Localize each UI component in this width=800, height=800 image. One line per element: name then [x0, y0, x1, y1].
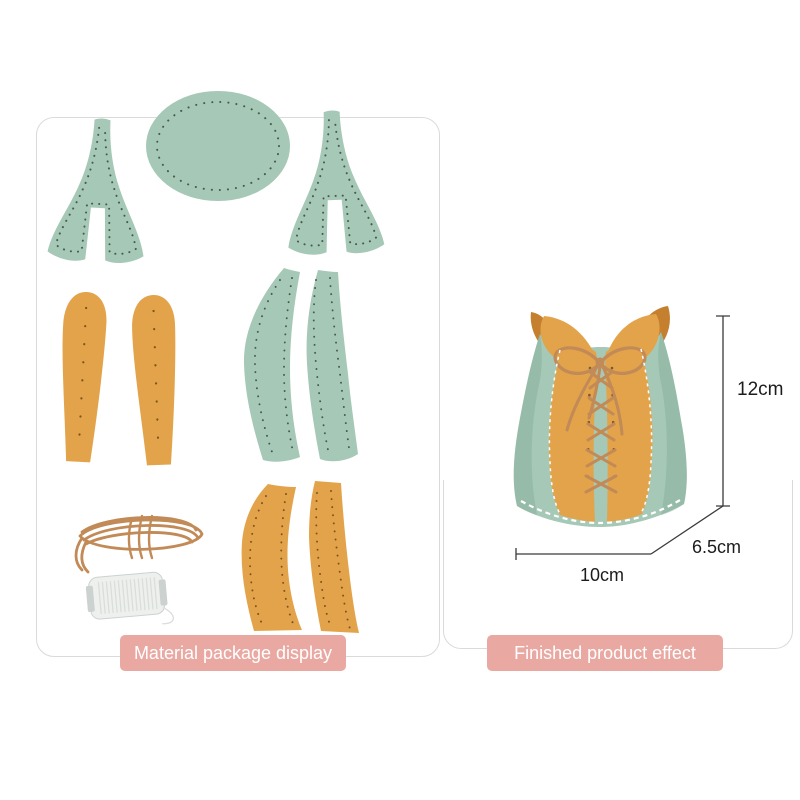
mint-side-right-outline: [306, 270, 358, 462]
orange-front-right-holes-b: [330, 490, 351, 630]
mint-side-right-holes-b: [329, 277, 350, 449]
orange-front-panel-piece-right: [309, 481, 359, 633]
orange-handle-strap-right: [132, 294, 176, 466]
depth-dimension-line: [650, 505, 724, 555]
mint-oval-outline: [146, 91, 290, 201]
orange-front-right-outline: [309, 481, 359, 633]
mint-oval-base-piece: [146, 91, 290, 201]
finished-corset-bag: [513, 306, 687, 527]
corset-lacing: [584, 370, 618, 494]
thread-loose-end: [162, 606, 174, 625]
mint-yoke-piece-right: [288, 110, 385, 255]
corset-body-shade-left: [513, 334, 542, 515]
mint-yoke-right-stitch-holes: [295, 118, 378, 247]
mint-side-left-outline: [243, 268, 300, 462]
mint-yoke-right-outline: [288, 110, 385, 255]
orange-handle-strap-left: [62, 291, 107, 463]
orange-strap-right-outline: [132, 294, 176, 466]
leather-cord-wrap: [127, 514, 154, 560]
corset-bow-knot: [595, 357, 605, 367]
thread-spool: [85, 571, 174, 625]
leather-cord-loop-3: [80, 516, 198, 534]
finished-product-caption: Finished product effect: [487, 635, 723, 671]
corset-seam-stitching-left: [548, 349, 561, 515]
thread-spool-end-left: [85, 585, 95, 612]
orange-strap-left-outline: [62, 291, 107, 463]
dimension-lines: [515, 315, 730, 560]
leather-cord-loop-4: [84, 531, 194, 546]
corset-hem-stitching: [520, 499, 681, 525]
depth-dimension-label: 6.5cm: [692, 537, 742, 557]
orange-front-left-outline: [241, 484, 302, 631]
mint-side-left-holes-a: [254, 279, 281, 453]
mint-oval-stitch-holes: [156, 101, 280, 191]
leather-cord-loop-1: [78, 518, 204, 551]
height-dimension-label: 12cm: [737, 379, 784, 400]
thread-spool-winding: [97, 577, 158, 615]
corset-front-panel-right: [605, 343, 653, 522]
orange-front-panel-piece-left: [241, 484, 302, 631]
mint-yoke-left-outline: [47, 118, 144, 264]
material-package-caption: Material package display: [120, 635, 346, 671]
mint-yoke-piece-left: [47, 118, 144, 264]
corset-bow-loops: [553, 346, 647, 375]
leather-cord-loop-2: [82, 524, 200, 542]
width-dimension-label: 10cm: [580, 565, 625, 585]
mint-yoke-left-stitch-holes: [54, 126, 137, 255]
thread-spool-end-right: [158, 579, 168, 606]
corset-body-shade-right: [658, 332, 687, 515]
mint-side-panel-piece-right: [306, 270, 358, 462]
mint-side-panel-piece-left: [243, 268, 300, 462]
corset-bow-tails: [565, 365, 624, 436]
leather-cord: [74, 514, 204, 574]
leather-cord-ends: [74, 536, 90, 574]
